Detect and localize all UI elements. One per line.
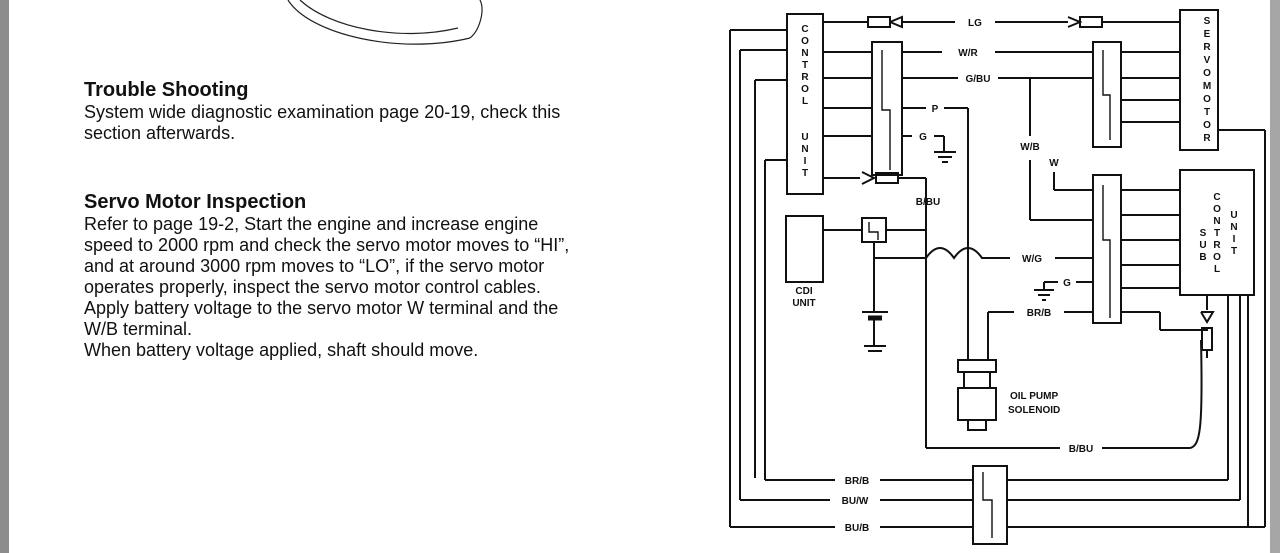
control-unit-label-9: N (801, 144, 808, 155)
sub-control-label-4: R (1213, 240, 1221, 251)
control-unit-label-6: L (802, 96, 808, 107)
cdi-label-line2: UNIT (792, 298, 815, 309)
servo-motor-inspection-section: Servo Motor Inspection Refer to page 19-… (84, 190, 684, 361)
control-unit-label-5: O (801, 84, 809, 95)
servo-motor-label-6: O (1203, 94, 1211, 105)
control-unit-label-0: C (801, 24, 808, 35)
wire-label-bbu2: B/BU (1069, 444, 1093, 455)
text-column: Trouble Shooting System wide diagnostic … (84, 78, 684, 361)
sub-control-label-5: O (1213, 252, 1221, 263)
sub-unit-label-1: N (1230, 222, 1237, 233)
control-unit-label-1: O (801, 36, 809, 47)
connector-bottom (972, 465, 1008, 545)
control-unit-label-11: T (802, 168, 808, 179)
servo-motor-label-2: R (1203, 42, 1211, 53)
sub-label-0: S (1200, 228, 1207, 239)
connector-left (871, 41, 903, 176)
sub-control-label-1: O (1213, 204, 1221, 215)
wire-label-bub: BU/B (845, 523, 869, 534)
viewer-right-border (1270, 0, 1280, 553)
wire-label-wg: W/G (1022, 254, 1042, 265)
sub-control-label-2: N (1213, 216, 1220, 227)
cdi-label-line1: CDI (795, 286, 812, 297)
connector-sub (1092, 174, 1122, 324)
servo-motor-label-4: O (1203, 68, 1211, 79)
wire-label-g2: G (1063, 278, 1071, 289)
connector-servo (1092, 41, 1122, 148)
control-unit-label-4: R (801, 72, 809, 83)
oil-pump-label-line1: OIL PUMP (1010, 391, 1058, 402)
trouble-shooting-heading: Trouble Shooting (84, 79, 249, 101)
sub-control-label-6: L (1214, 264, 1220, 275)
trouble-shooting-text: System wide diagnostic examination page … (84, 102, 561, 143)
servo-motor-label-1: E (1204, 29, 1211, 40)
cdi-unit-box (785, 215, 824, 283)
servo-motor-inspection-heading: Servo Motor Inspection (84, 191, 307, 213)
control-unit-box (786, 13, 824, 195)
control-unit-label-3: T (802, 60, 808, 71)
connector-cdi (861, 217, 887, 243)
wire-label-p: P (932, 104, 939, 115)
wire-label-brb2: BR/B (845, 476, 869, 487)
wire-label-gbu: G/BU (966, 74, 991, 85)
control-unit-label-2: N (801, 48, 808, 59)
trouble-shooting-section: Trouble Shooting System wide diagnostic … (84, 78, 684, 144)
wire-label-wr: W/R (958, 48, 978, 59)
wire-label-buw: BU/W (842, 496, 869, 507)
sub-unit-label-0: U (1230, 210, 1237, 221)
sub-control-unit-box (1179, 169, 1255, 296)
wire-label-lg: LG (968, 18, 982, 29)
wire-label-wb: W/B (1020, 142, 1039, 153)
illustration-curve-inner (299, 0, 459, 35)
viewer-left-border (0, 0, 9, 553)
wire-label-bbu1: B/BU (916, 197, 940, 208)
control-unit-label-10: I (804, 156, 807, 167)
servo-motor-label-7: T (1204, 107, 1210, 118)
sub-control-label-3: T (1214, 228, 1220, 239)
sub-label-1: U (1199, 240, 1206, 251)
servo-motor-label-3: V (1204, 55, 1211, 66)
sub-control-label-0: C (1213, 192, 1220, 203)
illustration-curve-end (469, 0, 483, 39)
servo-motor-label-0: S (1204, 16, 1211, 27)
sub-unit-label-3: T (1231, 246, 1237, 257)
oil-pump-label-line2: SOLENOID (1008, 405, 1060, 416)
wire-label-brb1: BR/B (1027, 308, 1051, 319)
control-unit-label-8: U (801, 132, 808, 143)
servo-motor-label-8: O (1203, 120, 1211, 131)
sub-unit-label-2: I (1233, 234, 1236, 245)
illustration-curve-outer (287, 0, 471, 45)
servo-motor-label-5: M (1203, 81, 1211, 92)
sub-label-2: B (1199, 252, 1206, 263)
wire-label-g1: G (919, 132, 927, 143)
servo-motor-inspection-text: Refer to page 19-2, Start the engine and… (84, 214, 570, 360)
wire-label-w: W (1049, 158, 1059, 169)
servo-motor-label-9: R (1203, 133, 1211, 144)
servo-motor-box (1179, 9, 1219, 151)
